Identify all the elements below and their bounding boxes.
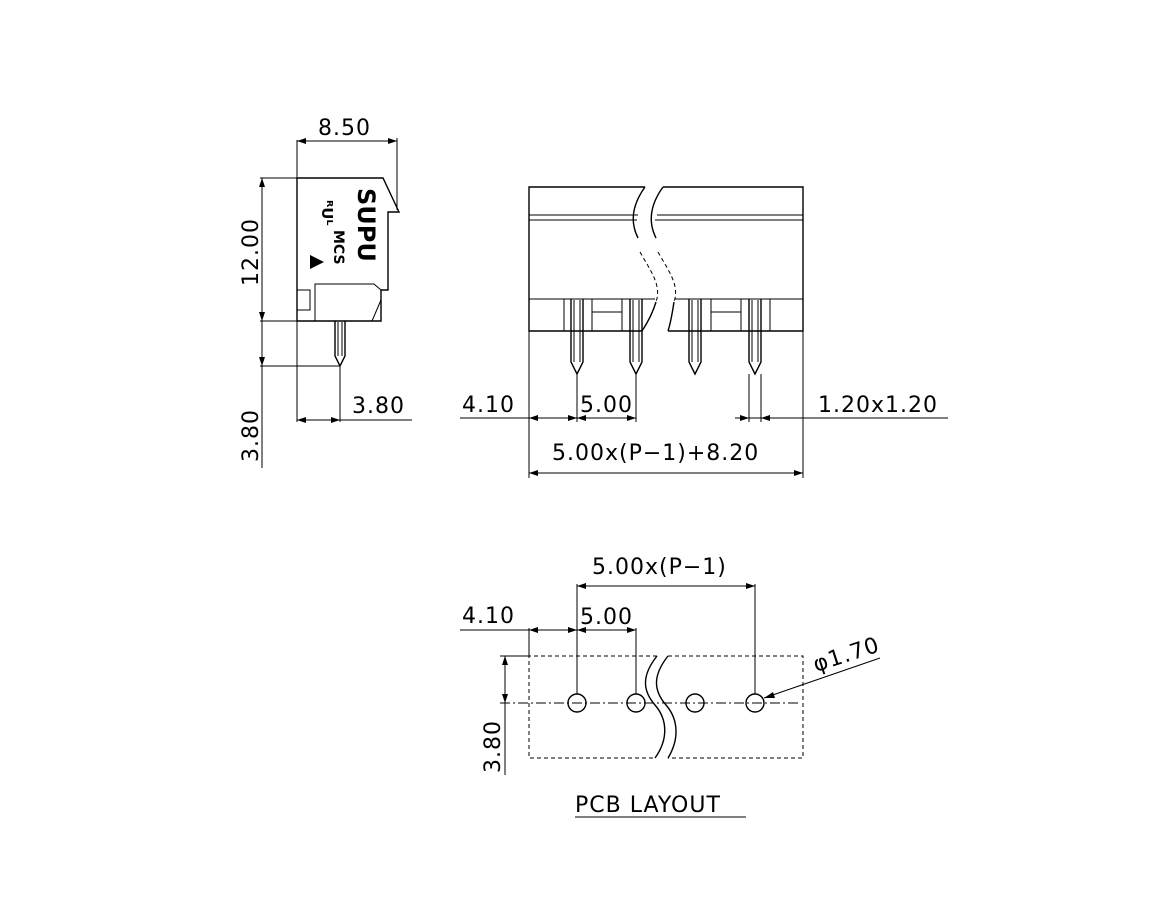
front-body-left <box>528 186 645 332</box>
warning-triangle-icon <box>310 255 324 269</box>
pcb-caption: PCB LAYOUT <box>575 793 721 818</box>
front-total-length-dim: 5.00x(P−1)+8.20 <box>552 441 759 466</box>
side-pin-length-dim: 3.80 <box>239 409 264 462</box>
pcb-span-dim: 5.00x(P−1) <box>592 555 727 580</box>
model-text: MCS <box>330 230 346 265</box>
svg-text:ᴿUᴸ: ᴿUᴸ <box>318 200 336 225</box>
pcb-hole <box>685 693 705 713</box>
pcb-pitch-dim: 5.00 <box>580 605 633 630</box>
side-height-dim: 12.00 <box>239 218 264 286</box>
pcb-outline-left <box>528 655 657 759</box>
side-view-body <box>296 177 401 322</box>
side-view: SUPU MCS ᴿUᴸ 8.50 12.00 3.80 3.80 <box>239 116 412 468</box>
front-pin <box>748 299 762 376</box>
front-pin-size-dim: 1.20x1.20 <box>818 393 938 418</box>
pcb-layout: 5.00x(P−1) 4.10 5.00 φ1.70 3.80 PCB LAYO… <box>460 555 883 818</box>
side-view-pin <box>334 321 346 368</box>
front-pin <box>629 299 643 376</box>
front-pin <box>570 299 584 376</box>
pcb-hole-dim: φ1.70 <box>810 633 883 678</box>
brand-text: SUPU <box>352 188 380 262</box>
pcb-outline-right <box>668 655 804 759</box>
front-view: 4.10 5.00 1.20x1.20 5.00x(P−1)+8.20 <box>460 186 948 478</box>
front-pin <box>688 299 702 376</box>
pcb-row-offset-dim: 3.80 <box>481 720 506 773</box>
pcb-edge-dim: 4.10 <box>462 604 515 629</box>
side-width-dim: 8.50 <box>318 116 371 141</box>
front-body-right <box>663 186 804 332</box>
front-pitch-dim: 5.00 <box>580 393 633 418</box>
ul-mark-icon: ᴿUᴸ <box>318 200 336 225</box>
front-edge-dim: 4.10 <box>462 393 515 418</box>
side-pin-offset-dim: 3.80 <box>352 394 405 419</box>
